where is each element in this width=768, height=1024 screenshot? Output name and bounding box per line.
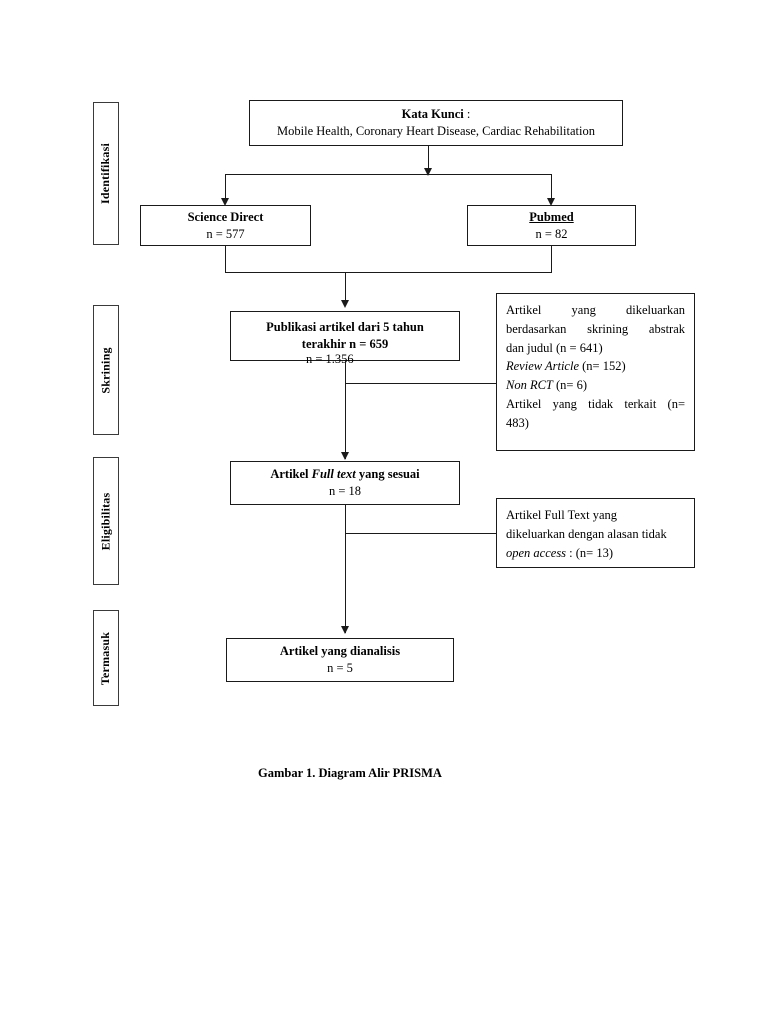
node-keywords-title-suffix: : xyxy=(463,107,471,122)
stage-label-eligibilitas: Eligibilitas xyxy=(93,457,119,585)
stage-label-identifikasi: Identifikasi xyxy=(93,102,119,245)
connector-publications-down xyxy=(345,361,347,459)
stage-label-termasuk-text: Termasuk xyxy=(98,631,113,685)
node-science-direct-count: n = 577 xyxy=(206,226,245,241)
connector-pubmed-down xyxy=(551,246,553,273)
exclusion-box-screening: Artikel yang dikeluarkan berdasarkan skr… xyxy=(496,293,695,451)
arrow-to-pubmed xyxy=(547,198,555,206)
exclusion-eligibility-line3: open access : (n= 13) xyxy=(506,544,685,563)
stage-label-skrining-text: Skrining xyxy=(98,346,113,394)
connector-split-right xyxy=(551,174,553,200)
arrow-to-analyzed xyxy=(341,626,349,634)
connector-to-eligibility-exclusions xyxy=(345,533,496,535)
node-fulltext-title-line: Artikel Full text yang sesuai xyxy=(231,466,459,483)
connector-to-screening-exclusions xyxy=(345,383,496,385)
connector-keywords-down xyxy=(428,146,430,174)
node-keywords-title: Kata Kunci xyxy=(401,107,464,122)
node-fulltext-count: n = 18 xyxy=(328,484,362,498)
connector-merge-bar xyxy=(225,272,552,274)
node-keywords-title-line: Kata Kunci : xyxy=(250,106,622,123)
figure-caption: Gambar 1. Diagram Alir PRISMA xyxy=(258,766,442,780)
connector-fulltext-down xyxy=(345,505,347,633)
exclusion-screening-line6: Artikel yang tidak terkait (n= xyxy=(506,396,685,411)
node-analyzed: Artikel yang dianalisis n = 5 xyxy=(226,638,454,682)
node-pubmed-count: n = 82 xyxy=(535,226,568,241)
exclusion-screening-line5: Non RCT (n= 6) xyxy=(506,376,685,395)
connector-science-direct-down xyxy=(225,246,227,273)
node-pubmed-title: Pubmed xyxy=(529,209,574,224)
arrow-to-publications xyxy=(341,300,349,308)
exclusion-screening-line4-emphasis: Review Article xyxy=(506,359,580,374)
exclusion-eligibility-line3-emphasis: open access xyxy=(506,545,567,560)
exclusion-eligibility-line1: Artikel Full Text yang xyxy=(506,508,618,522)
node-fulltext-suffix: yang sesuai xyxy=(355,467,420,482)
stage-label-skrining: Skrining xyxy=(93,305,119,435)
arrow-to-science-direct xyxy=(221,198,229,206)
node-keywords-terms: Mobile Health, Coronary Heart Disease, C… xyxy=(277,124,595,138)
arrow-split-center xyxy=(424,168,432,176)
stage-label-identifikasi-text: Identifikasi xyxy=(98,142,113,205)
exclusion-screening-line4: Review Article (n= 152) xyxy=(506,357,685,376)
node-fulltext-prefix: Artikel xyxy=(270,467,312,482)
exclusion-screening-line7: 483) xyxy=(506,415,529,430)
node-science-direct-title: Science Direct xyxy=(187,209,264,224)
node-fulltext-emphasis: Full text xyxy=(311,467,356,482)
node-publications-line1: Publikasi artikel dari 5 tahun xyxy=(266,320,424,335)
exclusion-eligibility-line2: dikeluarkan dengan alasan tidak xyxy=(506,526,667,541)
node-analyzed-count: n = 5 xyxy=(327,661,353,675)
connector-split-bar xyxy=(225,174,552,176)
stage-label-termasuk: Termasuk xyxy=(93,610,119,706)
exclusion-screening-line5-rest: (n= 6) xyxy=(552,378,588,392)
exclusion-screening-line2: berdasarkan skrining abstrak xyxy=(506,321,685,336)
node-publications-overlap-text: n = 1.356 xyxy=(306,352,354,366)
node-science-direct: Science Direct n = 577 xyxy=(140,205,311,246)
node-fulltext-eligible: Artikel Full text yang sesuai n = 18 xyxy=(230,461,460,505)
connector-merge-down xyxy=(345,272,347,304)
exclusion-eligibility-line3-rest: : (n= 13) xyxy=(566,545,614,560)
node-analyzed-title: Artikel yang dianalisis xyxy=(279,644,401,659)
node-publications-line2: terakhir n = 659 xyxy=(301,337,389,351)
exclusion-box-eligibility: Artikel Full Text yang dikeluarkan denga… xyxy=(496,498,695,568)
exclusion-screening-line5-emphasis: Non RCT xyxy=(506,378,553,392)
exclusion-screening-line4-rest: (n= 152) xyxy=(579,359,626,374)
arrow-to-fulltext xyxy=(341,452,349,460)
node-publications: Publikasi artikel dari 5 tahun terakhir … xyxy=(230,311,460,361)
exclusion-screening-line1: Artikel yang dikeluarkan xyxy=(506,303,685,317)
node-keywords: Kata Kunci : Mobile Health, Coronary Hea… xyxy=(249,100,623,146)
node-pubmed: Pubmed n = 82 xyxy=(467,205,636,246)
exclusion-screening-line3: dan judul (n = 641) xyxy=(506,340,603,355)
connector-split-left xyxy=(225,174,227,200)
stage-label-eligibilitas-text: Eligibilitas xyxy=(98,492,113,550)
